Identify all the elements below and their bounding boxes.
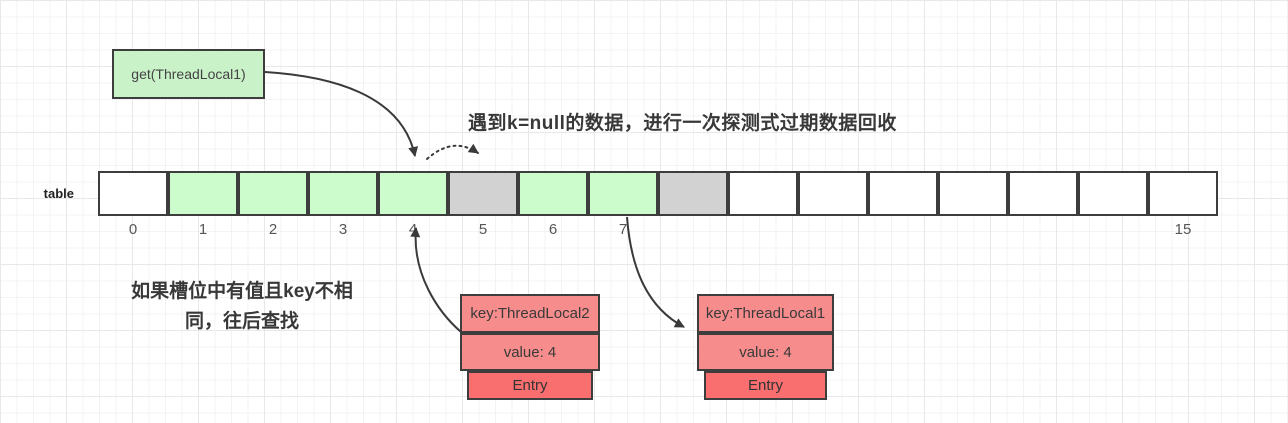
table-index-label-11 [868, 221, 938, 238]
table-index-labels: 0 1 2 3 4 5 6 7 15 [98, 221, 1218, 238]
arrow-probe-slot4-to-slot5 [426, 143, 479, 160]
table-cell-3 [308, 171, 378, 216]
annotation-linear-probe-line1: 如果槽位中有值且key不相 [131, 281, 353, 302]
table-cell-0 [98, 171, 168, 216]
entry-box-threadlocal1: key:ThreadLocal1 value: 4 Entry [697, 294, 834, 400]
annotation-linear-probe: 如果槽位中有值且key不相 同，往后查找 [82, 277, 402, 337]
table-cell-2 [238, 171, 308, 216]
table-index-label-8 [658, 221, 728, 238]
entry2-type-tag: Entry [467, 371, 593, 400]
entry1-type-tag: Entry [704, 371, 827, 400]
table-cell-9 [728, 171, 798, 216]
table-index-label-14 [1078, 221, 1148, 238]
entry1-value-cell: value: 4 [697, 333, 834, 371]
table-cell-13 [1008, 171, 1078, 216]
table-cell-11 [868, 171, 938, 216]
entry2-value-cell: value: 4 [460, 333, 600, 371]
table-index-label-10 [798, 221, 868, 238]
table-index-label-13 [1008, 221, 1078, 238]
annotation-linear-probe-line2: 同，往后查找 [184, 311, 299, 332]
table-index-label-12 [938, 221, 1008, 238]
table-cell-6 [518, 171, 588, 216]
table-cell-7 [588, 171, 658, 216]
table-index-label-15: 15 [1174, 221, 1192, 238]
table-cell-10 [798, 171, 868, 216]
table-index-label-3: 3 [338, 221, 348, 238]
arrow-entry2-to-slot4 [410, 227, 462, 333]
entry-box-threadlocal2: key:ThreadLocal2 value: 4 Entry [460, 294, 600, 400]
table-cells [98, 171, 1218, 216]
table-index-label-7: 7 [618, 221, 628, 238]
get-call-label: get(ThreadLocal1) [131, 66, 246, 82]
table-index-label-9 [728, 221, 798, 238]
table-cell-5 [448, 171, 518, 216]
table-cell-4 [378, 171, 448, 216]
table-index-label-5: 5 [478, 221, 488, 238]
table-index-label-6: 6 [548, 221, 558, 238]
table-index-label-4: 4 [408, 221, 418, 238]
table-cell-15 [1148, 171, 1218, 216]
get-call-box: get(ThreadLocal1) [112, 49, 265, 99]
entry2-key-cell: key:ThreadLocal2 [460, 294, 600, 333]
table-cell-1 [168, 171, 238, 216]
annotation-expired-cleanup: 遇到k=null的数据，进行一次探测式过期数据回收 [468, 113, 897, 134]
table-index-label-2: 2 [268, 221, 278, 238]
arrow-get-to-slot4 [264, 71, 419, 157]
table-index-label-1: 1 [198, 221, 208, 238]
table-cell-8 [658, 171, 728, 216]
entry1-key-cell: key:ThreadLocal1 [697, 294, 834, 333]
table-cell-12 [938, 171, 1008, 216]
table-cell-14 [1078, 171, 1148, 216]
table-label: table [43, 186, 74, 201]
table-index-label-0: 0 [128, 221, 138, 238]
